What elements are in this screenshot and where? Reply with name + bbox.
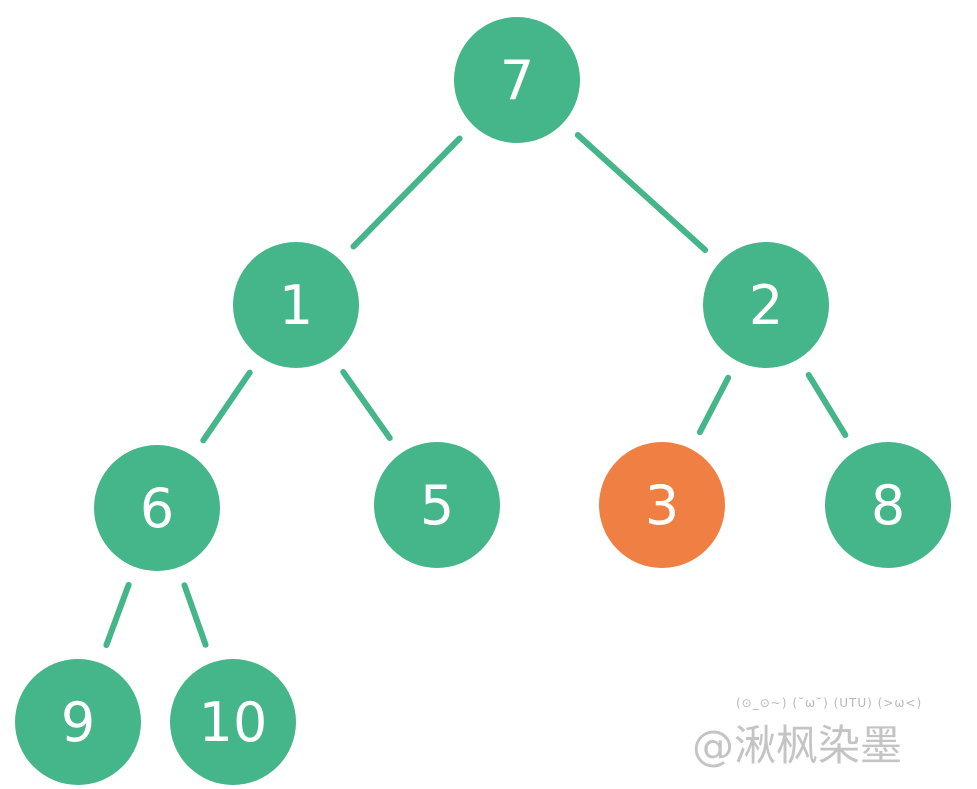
tree-node-5: 5	[374, 442, 500, 568]
node-label: 8	[871, 474, 905, 537]
node-circle	[374, 442, 500, 568]
node-label: 1	[279, 274, 313, 337]
node-circle	[94, 445, 220, 571]
tree-edge-n7-n2	[574, 131, 709, 254]
watermark-emoticons: (⊙_⊙~) (˘ω˘) (UTU) (>ω<)	[736, 696, 923, 710]
tree-node-6: 6	[94, 445, 220, 571]
tree-node-2: 2	[703, 242, 829, 368]
tree-node-10: 10	[170, 659, 296, 785]
tree-edge-n6-n9	[103, 581, 132, 649]
watermark-name: @湫枫染墨	[692, 721, 903, 770]
tree-edge-n6-n10	[181, 582, 209, 648]
tree-edge-n7-n1	[350, 135, 463, 250]
node-label: 2	[749, 274, 783, 337]
node-label: 6	[140, 477, 174, 540]
node-circle	[170, 659, 296, 785]
node-circle	[15, 659, 141, 785]
tree-node-1: 1	[233, 242, 359, 368]
tree-edge-n1-n6	[200, 369, 253, 444]
tree-edge-n2-n3	[696, 374, 732, 436]
tree-node-7: 7	[454, 17, 580, 143]
node-label: 5	[420, 474, 454, 537]
node-circle	[233, 242, 359, 368]
node-label: 10	[199, 691, 268, 754]
node-label: 3	[645, 474, 679, 537]
node-circle	[599, 442, 725, 568]
node-label: 9	[61, 691, 95, 754]
node-label: 7	[500, 49, 534, 112]
node-circle	[454, 17, 580, 143]
tree-edge-n2-n8	[805, 372, 849, 438]
tree-node-3: 3	[599, 442, 725, 568]
tree-node-9: 9	[15, 659, 141, 785]
tree-node-8: 8	[825, 442, 951, 568]
node-circle	[825, 442, 951, 568]
node-circle	[703, 242, 829, 368]
tree-edge-n1-n5	[340, 369, 393, 441]
